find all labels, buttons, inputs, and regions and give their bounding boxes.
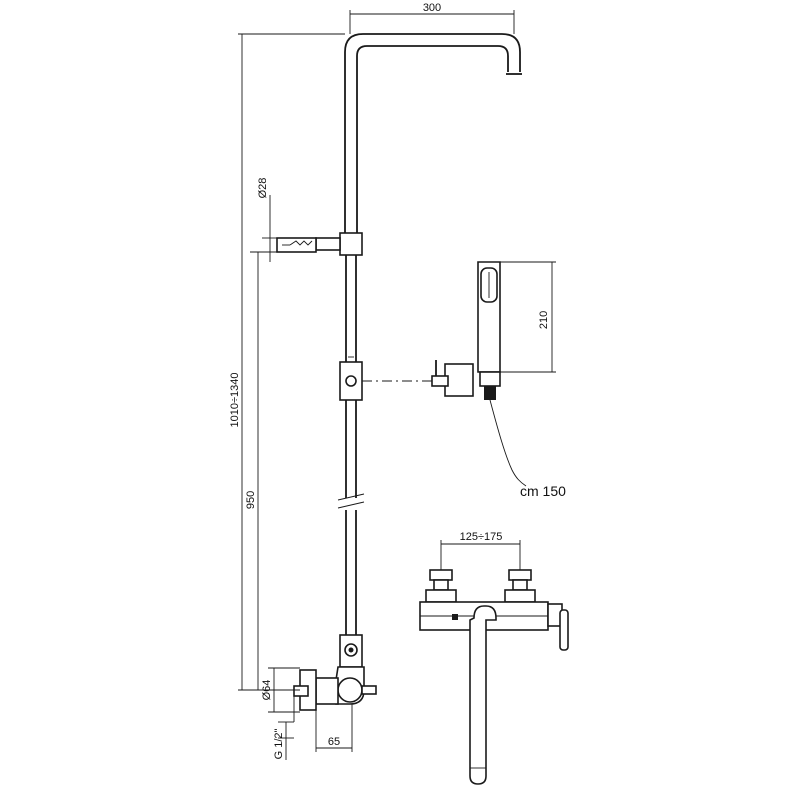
dim-bracket-diameter: Ø28 [257,178,269,199]
valve-side-stub [361,685,377,695]
bracket-arm [315,237,341,251]
spout [469,605,497,785]
dim-valve-height: 950 [245,491,257,509]
dimension-lines [238,10,556,760]
bracket-rosette [276,237,317,253]
valve-round-body [337,677,363,703]
dim-fitting-diameter: Ø64 [261,680,273,701]
overhead-arm-inner [356,45,509,233]
dim-top-width: 300 [423,2,441,14]
threaded-inlet [293,685,309,697]
left-handle-stem [433,579,449,591]
bracket-screw [289,240,313,246]
diverter-lever [559,609,569,651]
shower-column [276,33,522,711]
bath-mixer [419,569,569,785]
bracket-collar [339,232,363,256]
hand-shower-base [479,371,501,387]
left-valve-nut [425,589,457,603]
lower-connector-dot [348,647,354,653]
left-handle-cap [429,569,453,581]
dim-overall-height: 1010÷1340 [229,373,241,428]
dim-hand-shower-length: 210 [538,311,550,329]
mixer-indicator [452,614,458,620]
break-line-upper [337,493,365,501]
dim-thread: G 1/2" [273,729,285,760]
hand-shower-group [431,261,527,487]
slider-knob [345,375,357,387]
right-handle-stem [512,579,528,591]
right-valve-nut [504,589,536,603]
break-line-lower [337,501,365,509]
right-handle-cap [508,569,532,581]
wall-fitting [315,677,339,705]
dim-valve-spacing: 125÷175 [460,531,503,543]
holder-block [444,363,474,397]
dim-hose-length: cm 150 [520,483,566,499]
hose [489,399,527,487]
overhead-arm [344,33,521,233]
hose-nut [484,386,496,400]
holder-pin [431,375,449,387]
dim-projection: 65 [328,736,340,748]
